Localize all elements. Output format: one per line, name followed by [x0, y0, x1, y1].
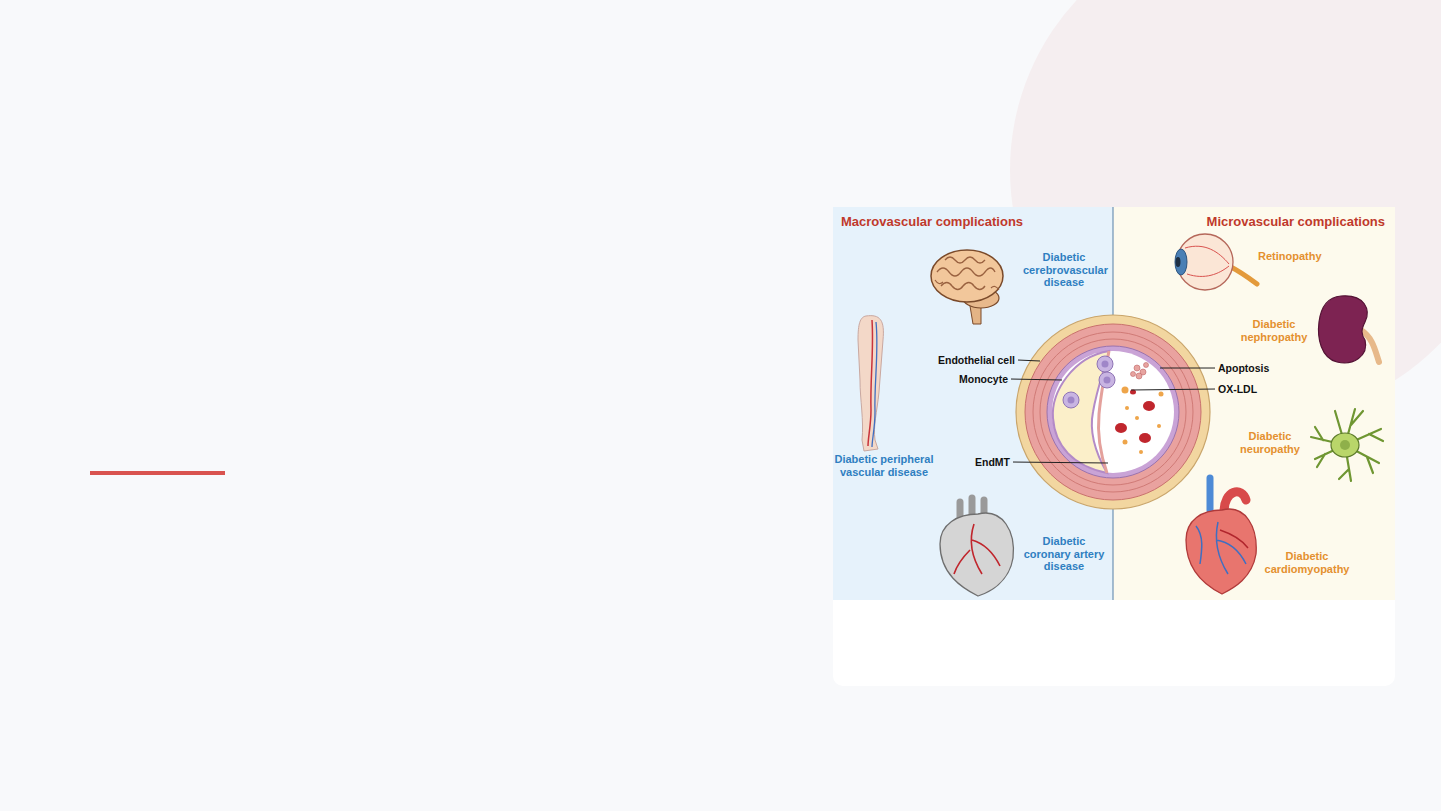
leader-line — [1011, 379, 1062, 381]
organ-label: Diabetic nephropathy — [1238, 318, 1310, 343]
vessel-cross-section-part — [1025, 324, 1201, 500]
leader-line — [1018, 360, 1040, 362]
brain-icon-part — [941, 283, 985, 290]
organ-label: Retinopathy — [1258, 250, 1322, 263]
kidney-icon — [1319, 296, 1379, 363]
vessel-cross-section-part — [1016, 315, 1210, 509]
vessel-cross-section-part-part — [1134, 365, 1140, 371]
eye-icon — [1175, 234, 1257, 290]
organ-label: Diabetic cerebrovascular disease — [1023, 251, 1105, 289]
vessel-cross-section-part-part — [1144, 363, 1149, 368]
panel-heading: Macrovascular complications — [841, 214, 1105, 229]
vessel-cross-section-part — [1102, 361, 1109, 368]
callout-label: Apoptosis — [1218, 362, 1269, 374]
brain-icon-part — [937, 268, 995, 276]
vessel-cross-section-part — [1099, 372, 1115, 388]
callout-label: OX-LDL — [1218, 383, 1257, 395]
neuron-icon-part — [1331, 433, 1359, 457]
leader-line — [1131, 389, 1215, 391]
vessel-cross-section-part-part — [1136, 373, 1142, 379]
vessel-cross-section-part — [1131, 363, 1149, 380]
organ-label: Diabetic cardiomyopathy — [1264, 550, 1350, 575]
vessel-cross-section-part-part — [1139, 450, 1143, 454]
heart-color-icon-part — [1207, 478, 1214, 510]
brain-icon — [931, 250, 1003, 324]
panel: Microvascular complications — [1113, 207, 1395, 600]
eye-icon-part — [1229, 266, 1257, 284]
vessel-cross-section-part — [1033, 332, 1193, 492]
vessel-cross-section-part-part — [1139, 433, 1151, 443]
vessel-cross-section-part — [1063, 392, 1079, 408]
vessel-cross-section-part-part — [1125, 406, 1129, 410]
neuron-icon-part — [1340, 440, 1350, 450]
accent-bar — [90, 471, 225, 475]
brain-icon-part — [935, 280, 999, 290]
heart-grey-icon — [940, 498, 1013, 596]
panel-heading: Microvascular complications — [1123, 214, 1385, 229]
eye-icon-part — [1185, 246, 1229, 276]
organ-label: Diabetic neuropathy — [1234, 430, 1306, 455]
macro-panel-bg — [833, 207, 1113, 600]
vessel-cross-section — [1016, 315, 1210, 509]
leg-icon-part — [872, 322, 877, 447]
leg-icon — [858, 316, 883, 451]
leg-icon-part — [868, 320, 873, 446]
heart-color-icon-part — [1220, 530, 1248, 548]
vessel-cross-section-part — [1104, 377, 1111, 384]
vessel-cross-section-part-part — [1135, 416, 1139, 420]
vessel-cross-section-part-part — [1122, 387, 1129, 394]
heart-grey-icon-part — [940, 513, 1013, 596]
vessel-cross-section-part — [1122, 387, 1164, 455]
organ-label: Diabetic coronary artery disease — [1023, 535, 1105, 573]
leader-line — [1160, 368, 1215, 369]
eye-icon-part — [1176, 257, 1181, 267]
eye-icon-part — [1175, 249, 1187, 275]
heart-grey-icon-part — [954, 524, 1000, 574]
vessel-cross-section-part-part — [1159, 392, 1164, 397]
brain-icon-part — [931, 250, 1003, 302]
vessel-cross-section-part — [1115, 390, 1155, 444]
vessel-cross-section-part — [1097, 356, 1113, 372]
vessel-cross-section-part — [1040, 339, 1186, 485]
vessel-cross-section-part — [1068, 397, 1075, 404]
callout-label: Monocyte — [959, 373, 1008, 385]
leader-line — [1013, 462, 1108, 464]
kidney-icon-part — [1319, 296, 1368, 363]
vessel-cross-section-part — [1052, 351, 1174, 473]
neuron-icon — [1311, 409, 1383, 481]
organ-label: Diabetic peripheral vascular disease — [834, 453, 934, 478]
image-card — [833, 207, 1395, 686]
callout-label: EndMT — [975, 456, 1010, 468]
brain-icon-part — [945, 257, 985, 263]
callout-label: Endothelial cell — [938, 354, 1015, 366]
vessel-cross-section-part-part — [1157, 424, 1161, 428]
heart-color-icon-part — [1186, 509, 1256, 594]
leg-icon-part — [858, 316, 883, 451]
vessel-cross-section-part-part — [1143, 401, 1155, 411]
vessel-cross-section-part — [1047, 346, 1179, 478]
vessel-cross-section-part-part — [1131, 372, 1136, 377]
heart-color-icon — [1186, 478, 1256, 594]
vessel-cross-section-part-part — [1115, 423, 1127, 433]
vessel-cross-section-part-part — [1123, 440, 1128, 445]
